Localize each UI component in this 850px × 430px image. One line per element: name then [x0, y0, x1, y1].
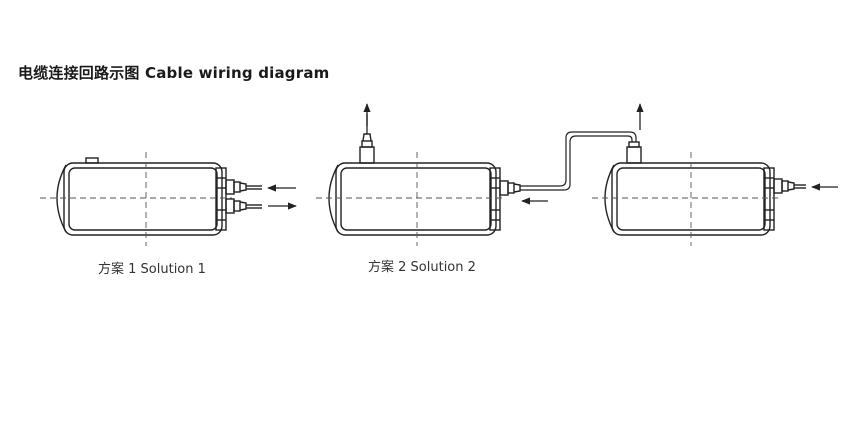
- unit-1-arrows: [267, 184, 297, 210]
- unit-1-cable-gland-top: [225, 179, 247, 195]
- link-cable: [520, 131, 637, 191]
- unit-2-body: [335, 162, 497, 236]
- unit-3: [604, 141, 806, 236]
- solution-1-label: 方案 1 Solution 1: [98, 262, 206, 277]
- unit-2-centerlines: [316, 152, 504, 246]
- diagram-title: 电缆连接回路示图 Cable wiring diagram: [18, 64, 330, 82]
- unit-3-terminal-block: [763, 167, 775, 231]
- unit-1-body: [63, 162, 223, 236]
- unit-1-top-tab: [85, 157, 99, 164]
- solution-2-label: 方案 2 Solution 2: [368, 260, 476, 275]
- unit-2-side-gland: [499, 180, 521, 196]
- unit-1-centerlines: [40, 152, 232, 246]
- unit-2: [328, 133, 521, 236]
- unit-3-centerlines: [592, 152, 780, 246]
- unit-3-top-gland: [626, 141, 642, 164]
- unit-1-end-cap: [56, 164, 67, 233]
- unit-2-top-gland: [359, 133, 375, 164]
- unit-1-cable-gland-bottom: [225, 198, 247, 214]
- unit-2-terminal-block: [489, 167, 501, 231]
- unit-3-side-gland: [773, 178, 795, 194]
- unit-1: [56, 157, 262, 236]
